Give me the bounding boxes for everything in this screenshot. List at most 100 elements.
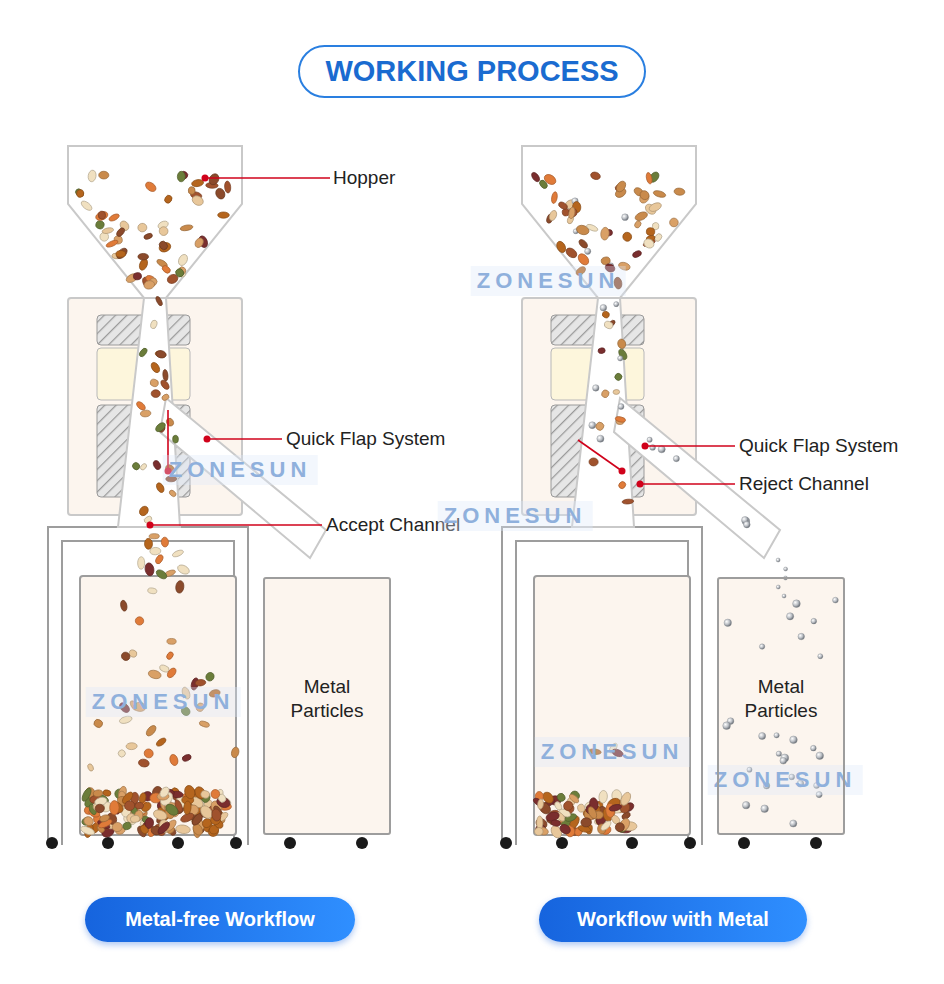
nut [622,499,634,505]
node-text: Metal-free Workflow [125,908,315,931]
nut [162,369,168,381]
hopper [68,146,242,298]
nut [120,600,128,612]
metal-particle [585,248,591,254]
nut [98,211,106,219]
nut [161,264,172,274]
nut [110,801,119,815]
nut [165,651,174,661]
nut [102,227,114,235]
leader-dot [204,436,211,443]
nut [191,179,204,188]
nut [149,378,159,387]
metal-particle [759,644,764,649]
machine-metal-free [46,146,391,849]
nut [183,801,191,815]
nut [557,201,568,211]
wheel [500,837,512,849]
nut [586,223,599,233]
nut [614,179,627,193]
reject-bin-fill [263,577,391,835]
nut [551,819,561,826]
leader-line [205,177,330,179]
wheel [284,837,296,849]
flap-dot [619,468,626,475]
nut [172,435,178,443]
nut [154,554,164,565]
nut [648,201,663,213]
nut [144,180,158,193]
nut [155,350,167,358]
nut [177,253,190,267]
nut [95,220,105,230]
wheel [172,837,184,849]
nut [138,505,150,518]
nut [139,462,147,471]
nut [617,338,627,349]
nut [147,587,157,594]
support-frame [48,527,248,845]
metal-particle [811,618,817,624]
nut [158,240,169,252]
metal-particle [723,722,731,730]
reject-bin-fill [717,577,845,835]
metal-particle [793,600,801,608]
watermark: ZONESUN [471,266,626,296]
node-text: Metal Particles [736,675,826,723]
nut [175,580,185,593]
watermark: ZONESUN [708,765,863,795]
nut [530,171,541,183]
part-label: Quick Flap System [739,435,898,458]
nut [140,410,151,418]
nut [600,227,610,241]
nut [180,224,194,232]
nut [169,753,180,766]
nut [87,170,97,183]
watermark: ZONESUN [438,501,593,531]
nut [158,785,171,799]
nut [537,799,544,810]
nut [117,748,127,758]
title-pill: WORKING PROCESS [298,45,645,98]
wheel [230,837,242,849]
metal-particle [798,633,805,640]
node-text: Workflow with Metal [577,908,769,931]
watermark: ZONESUN [535,737,690,767]
nut [668,217,679,228]
nut [181,753,192,762]
nut [157,225,169,237]
nut [617,480,627,490]
accept-bin [534,576,690,835]
nut [199,720,210,728]
metal-particle [776,751,781,756]
nut [168,489,177,498]
nut [211,789,221,799]
nut [115,246,129,260]
nut [642,237,655,250]
nut [79,825,95,837]
metal-particle [786,613,793,620]
nut [155,350,166,359]
nut [230,746,240,758]
metal-particle [776,558,780,562]
nut [564,246,578,260]
nut [207,172,221,186]
metal-particle [647,437,652,442]
metal-particle [614,302,619,307]
flap-indicator [578,440,622,471]
wheel [102,837,114,849]
wheel [810,837,822,849]
workflow-button: Workflow with Metal [539,897,807,942]
nut [138,253,149,260]
reject-bin: Metal Particles [717,577,845,835]
nut [568,793,580,805]
nut [155,568,169,581]
nut [164,802,180,818]
nut [159,379,170,391]
nut [599,819,612,832]
nut [603,320,614,330]
nut [149,534,159,539]
nut [152,459,162,470]
nut [102,789,111,797]
nut [149,361,161,374]
